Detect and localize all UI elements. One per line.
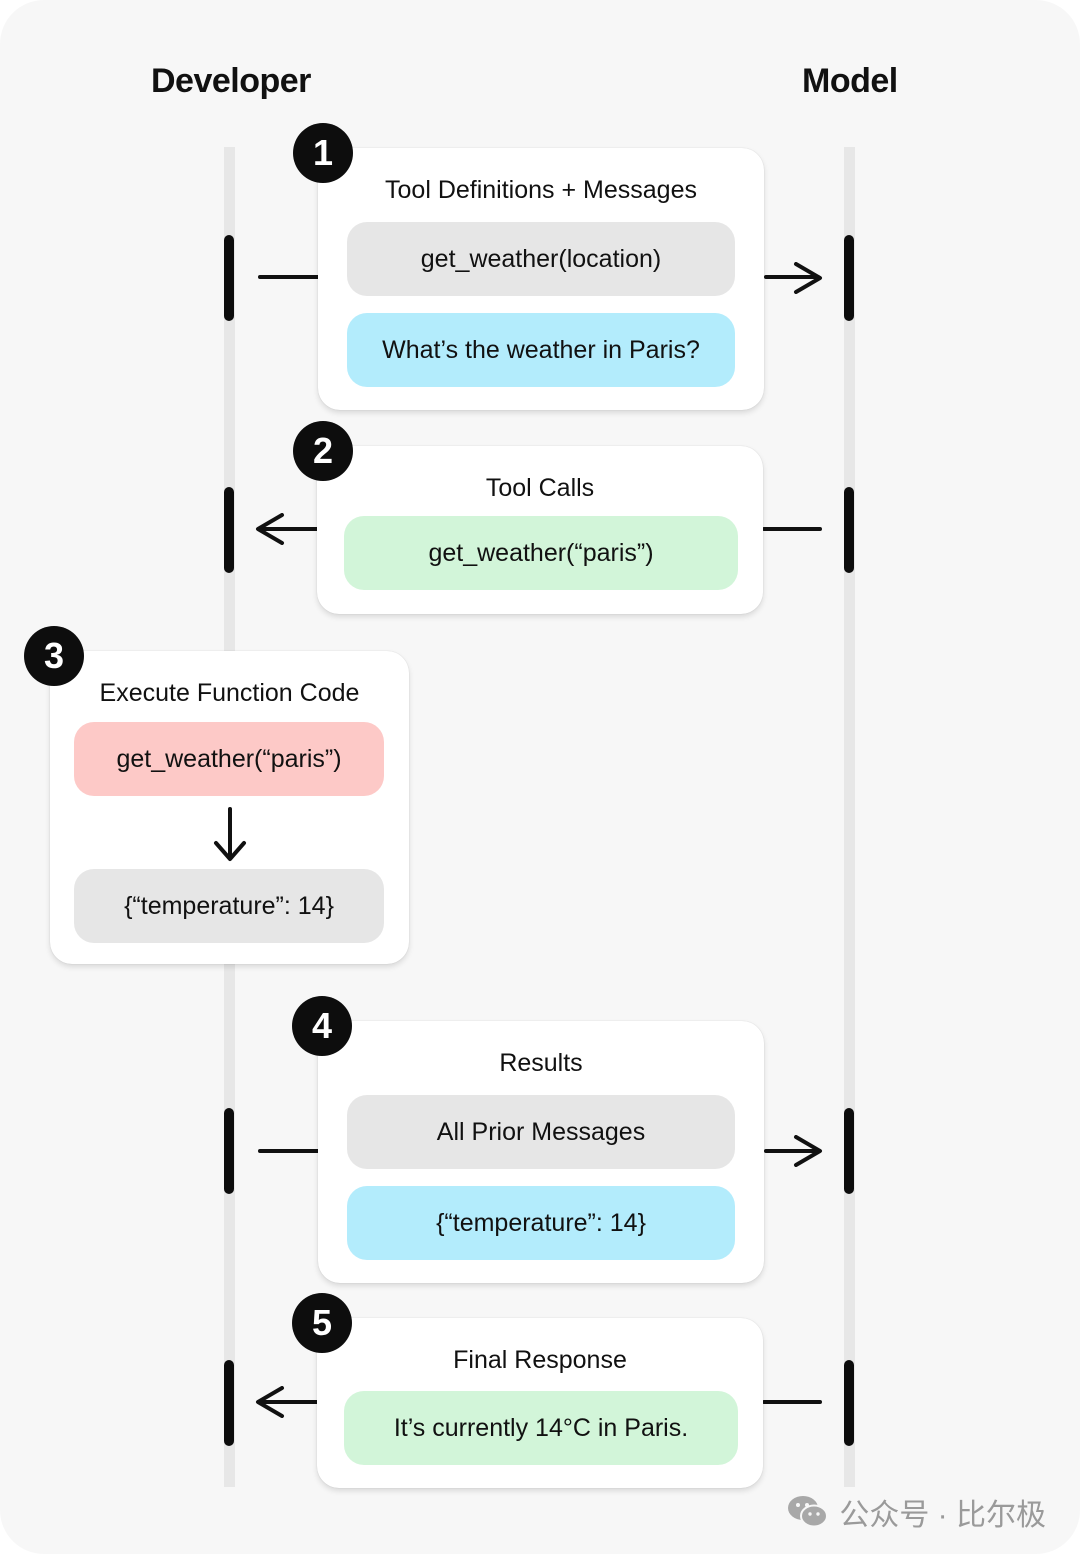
step-5-badge: 5	[292, 1293, 352, 1353]
connector-line	[762, 1400, 822, 1404]
arrow-left-icon	[256, 513, 284, 545]
connector-line	[260, 1400, 320, 1404]
arrow-right-icon	[794, 1135, 822, 1167]
step-2-badge: 2	[293, 421, 353, 481]
connector-line	[764, 1149, 820, 1153]
step-1-card: Tool Definitions + Messages get_weather(…	[318, 148, 764, 410]
step-3-card: Execute Function Code get_weather(“paris…	[50, 651, 409, 964]
model-activation-bar	[844, 1108, 854, 1194]
connector-line	[762, 527, 822, 531]
arrow-right-icon	[794, 262, 822, 294]
model-activation-bar	[844, 1360, 854, 1446]
developer-activation-bar	[224, 235, 234, 321]
step-4-card: Results All Prior Messages {“temperature…	[318, 1021, 764, 1283]
developer-activation-bar	[224, 1360, 234, 1446]
step-3-title: Execute Function Code	[99, 679, 360, 707]
user-message-pill: What’s the weather in Paris?	[347, 313, 735, 387]
step-3-badge: 3	[24, 626, 84, 686]
model-activation-bar	[844, 487, 854, 573]
model-column-title: Model	[802, 62, 898, 100]
step-1-title: Tool Definitions + Messages	[385, 176, 697, 204]
result-payload-pill: {“temperature”: 14}	[347, 1186, 735, 1260]
model-lifeline	[844, 147, 855, 1487]
arrow-down-icon	[214, 807, 246, 861]
step-5-card: Final Response It’s currently 14°C in Pa…	[317, 1318, 763, 1488]
model-activation-bar	[844, 235, 854, 321]
connector-line	[258, 275, 320, 279]
step-2-title: Tool Calls	[485, 474, 595, 502]
function-result-pill: {“temperature”: 14}	[74, 869, 384, 943]
prior-messages-pill: All Prior Messages	[347, 1095, 735, 1169]
tool-definition-pill: get_weather(location)	[347, 222, 735, 296]
function-call-pill: get_weather(“paris”)	[74, 722, 384, 796]
step-4-badge: 4	[292, 996, 352, 1056]
step-1-badge: 1	[293, 123, 353, 183]
arrow-left-icon	[256, 1386, 284, 1418]
connector-line	[764, 275, 820, 279]
wechat-icon	[788, 1496, 829, 1528]
watermark-text: 公众号 · 比尔极	[839, 1499, 1046, 1532]
final-response-pill: It’s currently 14°C in Paris.	[344, 1391, 738, 1465]
developer-column-title: Developer	[151, 62, 311, 100]
step-5-title: Final Response	[453, 1346, 627, 1374]
step-2-card: Tool Calls get_weather(“paris”)	[317, 446, 763, 614]
connector-line	[260, 527, 320, 531]
watermark: 公众号 · 比尔极	[787, 1490, 1046, 1534]
step-4-title: Results	[499, 1049, 583, 1077]
developer-activation-bar	[224, 487, 234, 573]
tool-call-pill: get_weather(“paris”)	[344, 516, 738, 590]
connector-line	[258, 1149, 320, 1153]
developer-activation-bar	[224, 1108, 234, 1194]
